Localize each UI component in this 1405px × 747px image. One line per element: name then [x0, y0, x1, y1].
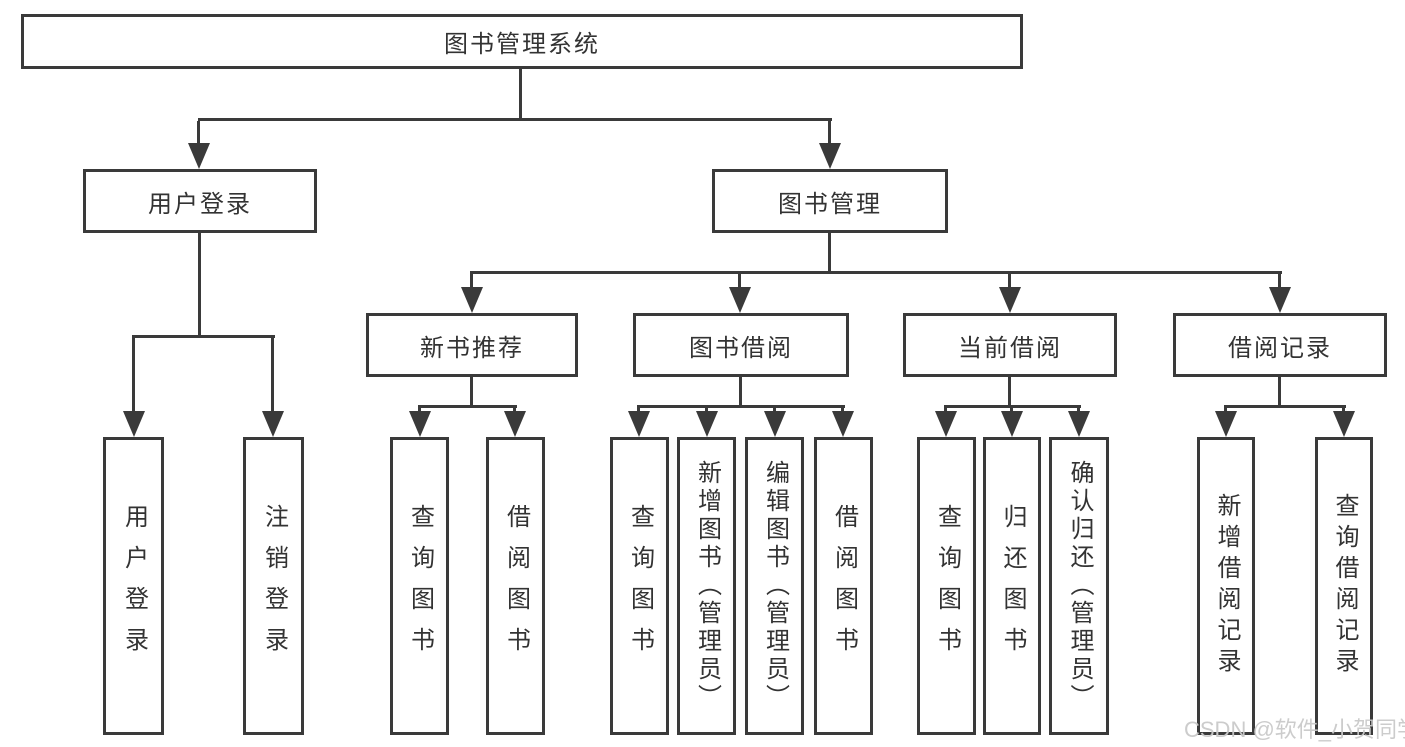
connector-userlogin-stub — [198, 230, 201, 337]
connector-bookborrow-hline — [637, 405, 845, 408]
node-borrow-records-label: 借阅记录 — [1228, 334, 1332, 362]
node-user-login-label: 用户登录 — [148, 190, 252, 218]
connector-userlogin-hline — [132, 335, 275, 338]
leaf-currentborrow-return-books-label: 归还图书 — [999, 504, 1026, 668]
node-borrow-records: 借阅记录 — [1173, 313, 1387, 377]
node-new-book-recommend: 新书推荐 — [366, 313, 578, 377]
arrow-down-icon — [935, 407, 957, 437]
connector-bookmgmt-hline — [470, 271, 1282, 274]
leaf-bookborrow-borrow-books: 借阅图书 — [814, 437, 873, 735]
leaf-records-add-record: 新增借阅记录 — [1197, 437, 1255, 735]
leaf-logout: 注销登录 — [243, 437, 304, 735]
node-book-management: 图书管理 — [712, 169, 948, 233]
arrow-down-icon — [628, 407, 650, 437]
leaf-currentborrow-confirm-return-admin: 确认归还（管理员） — [1049, 437, 1109, 735]
connector-bookmgmt-stub — [828, 231, 831, 274]
leaf-bookborrow-add-books-admin: 新增图书（管理员） — [677, 437, 736, 735]
node-new-book-recommend-label: 新书推荐 — [420, 334, 524, 362]
csdn-watermark: CSDN @软件_小贺同学 — [1184, 717, 1405, 742]
node-book-management-label: 图书管理 — [778, 190, 882, 218]
node-current-borrowing-label: 当前借阅 — [958, 334, 1062, 362]
arrow-down-icon — [832, 407, 854, 437]
arrow-down-icon — [1269, 274, 1291, 313]
leaf-bookborrow-edit-books-admin: 编辑图书（管理员） — [745, 437, 804, 735]
arrow-down-icon — [999, 274, 1021, 313]
arrow-down-icon — [504, 407, 526, 437]
arrow-down-icon — [262, 338, 284, 437]
arrow-down-icon — [729, 274, 751, 313]
leaf-bookborrow-query-books: 查询图书 — [610, 437, 669, 735]
leaf-logout-label: 注销登录 — [260, 504, 288, 668]
connector-newbooks-hline — [418, 405, 517, 408]
leaf-newbooks-query-books: 查询图书 — [390, 437, 449, 735]
leaf-user-login: 用户登录 — [103, 437, 164, 735]
arrow-down-icon — [123, 338, 145, 437]
arrow-down-icon — [1068, 407, 1090, 437]
connector-bookborrow-stub — [739, 375, 742, 407]
node-book-borrowing-label: 图书借阅 — [689, 334, 793, 362]
leaf-bookborrow-edit-books-admin-label: 编辑图书（管理员） — [761, 460, 789, 712]
arrow-down-icon — [1215, 407, 1237, 437]
connector-borrowrecords-hline — [1224, 405, 1346, 408]
connector-newbooks-stub — [470, 375, 473, 407]
leaf-records-add-record-label: 新增借阅记录 — [1213, 493, 1240, 679]
leaf-bookborrow-add-books-admin-label: 新增图书（管理员） — [693, 460, 721, 712]
node-book-borrowing: 图书借阅 — [633, 313, 849, 377]
leaf-currentborrow-return-books: 归还图书 — [983, 437, 1041, 735]
connector-currentborrow-hline — [944, 405, 1081, 408]
node-current-borrowing: 当前借阅 — [903, 313, 1117, 377]
leaf-currentborrow-confirm-return-admin-label: 确认归还（管理员） — [1066, 460, 1093, 712]
arrow-down-icon — [819, 121, 841, 169]
arrow-down-icon — [461, 274, 483, 313]
arrow-down-icon — [188, 121, 210, 169]
arrow-down-icon — [696, 407, 718, 437]
leaf-newbooks-borrow-books: 借阅图书 — [486, 437, 545, 735]
connector-root-hline — [198, 118, 832, 121]
arrow-down-icon — [1001, 407, 1023, 437]
arrow-down-icon — [409, 407, 431, 437]
node-root-label: 图书管理系统 — [444, 31, 600, 58]
leaf-currentborrow-query-books: 查询图书 — [917, 437, 976, 735]
node-root: 图书管理系统 — [21, 14, 1023, 69]
leaf-records-query-record-label: 查询借阅记录 — [1331, 493, 1358, 679]
node-user-login: 用户登录 — [83, 169, 317, 233]
leaf-user-login-label: 用户登录 — [120, 504, 148, 668]
leaf-newbooks-query-books-label: 查询图书 — [406, 504, 434, 668]
connector-root-stub — [519, 66, 522, 120]
connector-currentborrow-stub — [1008, 375, 1011, 407]
leaf-bookborrow-borrow-books-label: 借阅图书 — [830, 504, 858, 668]
leaf-bookborrow-query-books-label: 查询图书 — [626, 504, 654, 668]
connector-borrowrecords-stub — [1278, 375, 1281, 407]
arrow-down-icon — [1333, 407, 1355, 437]
leaf-records-query-record: 查询借阅记录 — [1315, 437, 1373, 735]
arrow-down-icon — [764, 407, 786, 437]
leaf-currentborrow-query-books-label: 查询图书 — [933, 504, 961, 668]
leaf-newbooks-borrow-books-label: 借阅图书 — [502, 504, 530, 668]
